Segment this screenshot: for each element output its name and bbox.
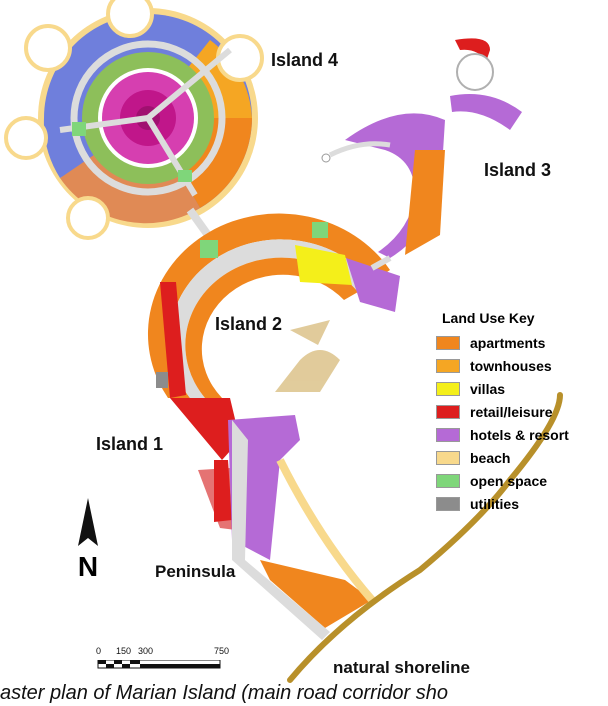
legend-swatch bbox=[436, 335, 460, 350]
legend-swatch bbox=[436, 473, 460, 488]
legend-swatch bbox=[436, 496, 460, 511]
legend-item: townhouses bbox=[436, 354, 596, 377]
legend-swatch bbox=[436, 358, 460, 373]
legend-item: villas bbox=[436, 377, 596, 400]
land-use-legend: Land Use Key apartments townhouses villas r… bbox=[436, 310, 596, 515]
legend-item: beach bbox=[436, 446, 596, 469]
north-label: N bbox=[77, 551, 99, 582]
island-4 bbox=[4, 0, 264, 241]
natural-shoreline bbox=[287, 392, 563, 683]
north-arrow-icon bbox=[78, 498, 98, 546]
island-1-label: Island 1 bbox=[96, 434, 164, 454]
island-4-label: Island 4 bbox=[271, 50, 339, 70]
legend-label: apartments bbox=[470, 334, 546, 351]
scale-bar: 0 150 300 750 bbox=[96, 646, 236, 674]
legend-label: beach bbox=[470, 449, 511, 466]
legend-label: hotels & resort bbox=[470, 426, 569, 443]
legend-label: open space bbox=[470, 472, 548, 489]
legend-item: apartments bbox=[436, 331, 596, 354]
legend-swatch bbox=[436, 450, 460, 465]
scale-bar-graphic bbox=[97, 660, 221, 669]
legend-item: utilities bbox=[436, 492, 596, 515]
legend-swatch bbox=[436, 427, 460, 442]
peninsula bbox=[228, 415, 376, 640]
scale-tick-300: 300 bbox=[138, 646, 154, 656]
legend-title: Land Use Key bbox=[442, 310, 535, 326]
legend-swatch bbox=[436, 404, 460, 419]
figure-caption: aster plan of Marian Island (main road c… bbox=[0, 682, 448, 704]
legend-label: villas bbox=[470, 380, 506, 397]
shoreline-label: natural shoreline bbox=[333, 658, 470, 677]
island-3-label: Island 3 bbox=[484, 160, 552, 180]
legend-label: townhouses bbox=[470, 357, 552, 374]
legend-label: retail/leisure bbox=[470, 403, 553, 420]
north-arrow: N bbox=[74, 498, 102, 581]
island-2-label: Island 2 bbox=[215, 314, 283, 334]
legend-label: utilities bbox=[470, 495, 520, 512]
island-2 bbox=[147, 213, 400, 398]
island-3 bbox=[321, 38, 522, 271]
scale-tick-150: 150 bbox=[116, 646, 132, 656]
legend-item: retail/leisure bbox=[436, 400, 596, 423]
legend-item: hotels & resort bbox=[436, 423, 596, 446]
legend-swatch bbox=[436, 381, 460, 396]
scale-tick-750: 750 bbox=[214, 646, 230, 656]
scale-tick-0: 0 bbox=[96, 646, 102, 656]
island-1 bbox=[170, 398, 240, 530]
peninsula-label: Peninsula bbox=[155, 562, 236, 581]
legend-item: open space bbox=[436, 469, 596, 492]
watermark-logo bbox=[275, 320, 340, 392]
